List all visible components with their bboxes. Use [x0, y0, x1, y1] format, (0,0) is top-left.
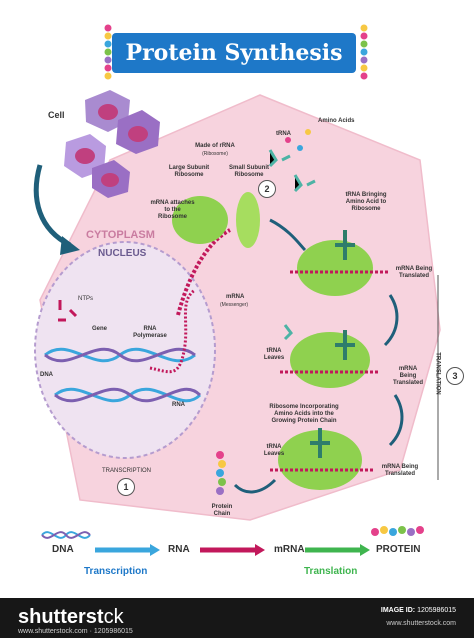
diagram-canvas [33, 24, 441, 556]
to-protein-chain-arrow [233, 478, 277, 494]
footer-image-id-label: IMAGE ID: [380, 607, 416, 614]
label-translation-vertical: TRANSLATION [434, 352, 441, 395]
footer-brand-a: shutterst [18, 606, 104, 628]
footer-brand: shutterstck [18, 606, 124, 629]
flow-mrna: mRNA [274, 544, 305, 555]
footer-image-id-value: 1205986015 [417, 607, 456, 614]
flow-diagram [41, 526, 424, 556]
step3-badge: 3 [446, 367, 464, 385]
step1-badge: 1 [117, 478, 135, 496]
label-dna: DNA [40, 372, 53, 378]
label-protein-chain: Protein Chain [211, 504, 233, 517]
ribosome-stage-2 [280, 324, 380, 388]
ribosome-stage-3 [270, 428, 375, 490]
page-title: Protein Synthesis [112, 33, 356, 73]
label-large-subunit: Large Subunit Ribosome [168, 165, 210, 178]
translation-arrow-1 [383, 294, 399, 347]
cell-arrow-head [60, 236, 80, 255]
label-mrna-translated-3: mRNA Being Translated [381, 464, 419, 477]
bead-decoration-left [104, 24, 112, 80]
translation-arrow-2 [388, 394, 404, 447]
flow-transcription: Transcription [84, 566, 148, 577]
cell-to-nucleus-arrow [33, 164, 72, 248]
label-cell: Cell [48, 110, 65, 120]
label-made-of-rrna: Made of rRNA [195, 143, 235, 149]
cell-cluster [64, 90, 160, 198]
label-mrna-translated-2: mRNA Being Translated [392, 366, 423, 386]
label-amino-acids: Amino Acids [318, 118, 355, 124]
label-mrna-messenger: mRNA [226, 294, 245, 300]
ntp-glyphs [58, 300, 78, 322]
bead-decoration-right [360, 24, 368, 80]
label-rna: RNA [172, 402, 185, 408]
footer-brand-b: ck [103, 606, 124, 628]
label-transcription-small: TRANSCRIPTION [102, 468, 152, 474]
step2-badge: 2 [258, 180, 276, 198]
ribosome-stage-1 [290, 230, 390, 296]
label-ribosome-paren: (Ribosome) [202, 151, 228, 157]
flow-translation: Translation [304, 566, 358, 577]
label-mrna-translated-1: mRNA Being Translated [395, 266, 433, 279]
label-trna-top: tRNA [276, 131, 291, 137]
ribosome-subunits [172, 192, 260, 248]
protein-chain-beads [216, 451, 226, 495]
footer-url: www.shutterstock.com · 1205986015 [18, 628, 133, 635]
footer-copyright: www.shutterstock.com [386, 620, 456, 627]
label-gene: Gene [92, 326, 108, 332]
label-ntps: NTPs [78, 296, 93, 302]
dna-helix [44, 347, 202, 403]
label-messenger-paren: (Messenger) [220, 302, 249, 308]
flow-dna: DNA [52, 544, 74, 555]
footer-image-id: IMAGE ID: 1205986015 [381, 607, 456, 614]
label-rna-polymerase: RNA Polymerase [133, 326, 167, 339]
label-trna-bringing: tRNA Bringing Amino Acid to Ribosome [345, 192, 387, 212]
step2-arrow [269, 218, 307, 252]
rna-strand [149, 288, 196, 374]
label-mrna-attaches: mRNA attaches to the Ribosome [150, 200, 195, 220]
label-small-subunit: Small Subunit Ribosome [228, 165, 269, 178]
label-ribosome-incorporating: Ribosome Incorporating Amino Acids into … [269, 404, 339, 424]
trna-top-icons [268, 129, 316, 193]
label-cytoplasm: CYTOPLASM [86, 229, 155, 241]
flow-protein: PROTEIN [376, 544, 421, 555]
label-trna-leaves-2: tRNA Leaves [263, 444, 285, 457]
footer-bar: shutterstck www.shutterstock.com · 12059… [0, 598, 474, 638]
label-trna-leaves-1: tRNA Leaves [263, 348, 285, 361]
mrna-leaving-nucleus [176, 228, 231, 316]
nucleus-region [34, 241, 216, 459]
flow-rna: RNA [168, 544, 190, 555]
label-nucleus: NUCLEUS [98, 248, 147, 259]
